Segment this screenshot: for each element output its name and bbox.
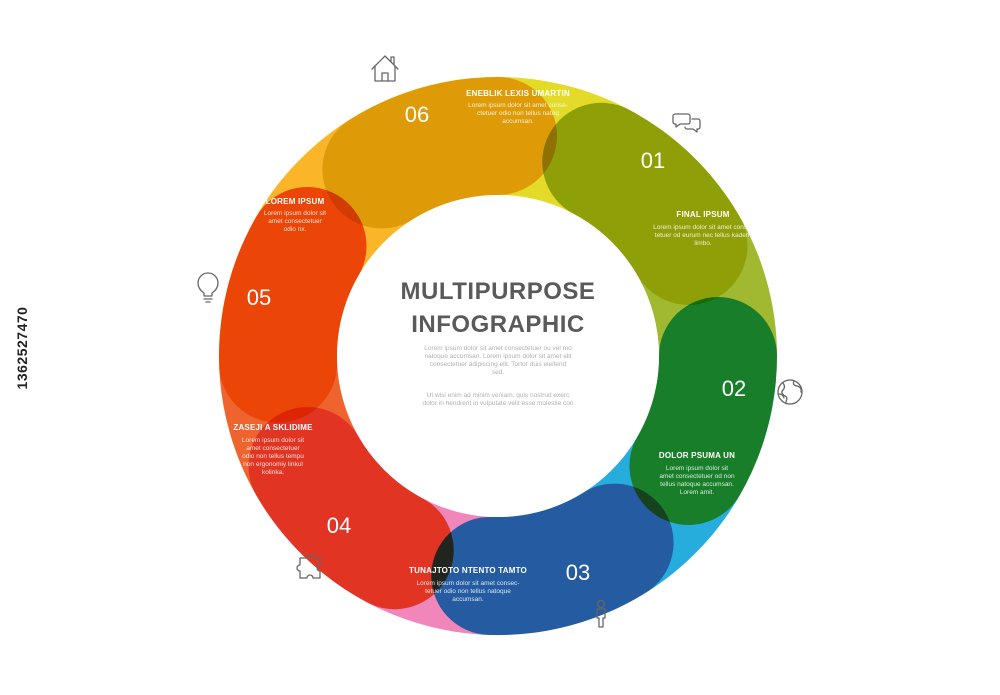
segment-06-text: ENEBLIK LEXIS UMARTIN Lorem ipsum dolor … — [466, 89, 570, 125]
segment-01-body-3: limbo. — [694, 240, 712, 247]
center-body-line-4: sed. — [492, 369, 504, 376]
segment-04-number: 04 — [327, 513, 351, 538]
segment-04-body-5: kolinka. — [262, 469, 284, 476]
person-icon — [596, 599, 606, 628]
segment-05-number: 05 — [247, 285, 271, 310]
segment-03-number: 03 — [566, 560, 590, 585]
center-title-line-2: INFOGRAPHIC — [411, 311, 585, 338]
globe-icon — [777, 379, 803, 405]
segment-04-title: ZASEJI A SKLIDIME — [233, 423, 313, 432]
segment-06-body-3: accumsan. — [502, 118, 534, 125]
segment-02-title: DOLOR PSUMA UN — [659, 451, 735, 460]
segment-01-number: 01 — [641, 148, 665, 173]
segment-03-text: TUNAJTOTO NTENTO TAMTO Lorem ipsum dolor… — [409, 566, 527, 603]
segment-04-text: ZASEJI A SKLIDIME Lorem ipsum dolor sit … — [233, 423, 313, 476]
segment-05-body-3: odio nx. — [284, 226, 307, 233]
segment-05-title: LOREM IPSUM — [266, 197, 325, 206]
segment-03-body-3: accumsan. — [452, 596, 484, 603]
chat-icon — [672, 113, 701, 133]
center-body-line-6: dolor in hendrerit in vulputate velit es… — [422, 400, 573, 407]
center-body-line-2: natoque accumsan. Lorem ipsum dolor sit … — [424, 353, 571, 360]
segment-03-title: TUNAJTOTO NTENTO TAMTO — [409, 566, 527, 575]
segment-04-body-3: odio non tellus tempu — [242, 453, 304, 460]
segment-05-text: LOREM IPSUM Lorem ipsum dolor sit amet c… — [264, 197, 326, 233]
segment-02-text: DOLOR PSUMA UN Lorem ipsum dolor sit ame… — [659, 451, 735, 496]
wheel-segments — [219, 76, 777, 636]
segment-06-body-1: Lorem ipsum dolor sit amet conse- — [468, 102, 568, 109]
segment-01-title: FINAL IPSUM — [676, 210, 729, 219]
segment-03-body-1: Lorem ipsum dolor sit amet consec- — [417, 580, 520, 587]
segment-06-arc — [322, 76, 748, 305]
center-body-line-5: Ut wisi enim ad minim veniam, quis nostr… — [427, 392, 570, 399]
segment-04-body-1: Lorem ipsum dolor sit — [242, 437, 304, 444]
puzzle-icon — [296, 554, 321, 579]
segment-01-body-2: tetuer od eurum nec tellus kadem — [655, 232, 751, 239]
center-body-line-1: Lorem ipsum dolor sit amet consectetuer … — [424, 345, 572, 352]
center-title-line-1: MULTIPURPOSE — [401, 278, 596, 305]
segment-02-number: 02 — [722, 376, 746, 401]
segment-05-body-2: amet consectetuer — [268, 218, 322, 225]
segment-03-body-2: tetuer odio non tellus natoque — [425, 588, 511, 595]
segment-06-title: ENEBLIK LEXIS UMARTIN — [466, 89, 570, 98]
segment-06-number: 06 — [405, 102, 429, 127]
segment-02-body-3: tellus natoque accumsan. — [660, 481, 734, 488]
segment-02-body-4: Lorem amit. — [680, 489, 715, 496]
side-stock-id: 1362527470 — [14, 306, 30, 390]
center-disk — [337, 195, 659, 517]
segment-04-body-2: amet consectetuer — [246, 445, 300, 452]
segment-06-body-2: ctetuer odio non tellus natoq — [477, 110, 559, 117]
segment-04-body-4: non ergonomiy linkul — [243, 461, 303, 468]
segment-05-body-1: Lorem ipsum dolor sit — [264, 210, 326, 217]
house-icon — [371, 55, 399, 82]
segment-02-body-2: amet consectetuer od non — [659, 473, 735, 480]
segment-01-body-1: Lorem ipsum dolor sit amet conse- — [653, 224, 753, 231]
center-body-line-3: consectetuer adipiscing elit. Tortor dui… — [430, 361, 567, 368]
lightbulb-icon — [197, 272, 219, 303]
segment-01-text: FINAL IPSUM Lorem ipsum dolor sit amet c… — [653, 210, 753, 247]
segment-02-body-1: Lorem ipsum dolor sit — [666, 465, 728, 472]
